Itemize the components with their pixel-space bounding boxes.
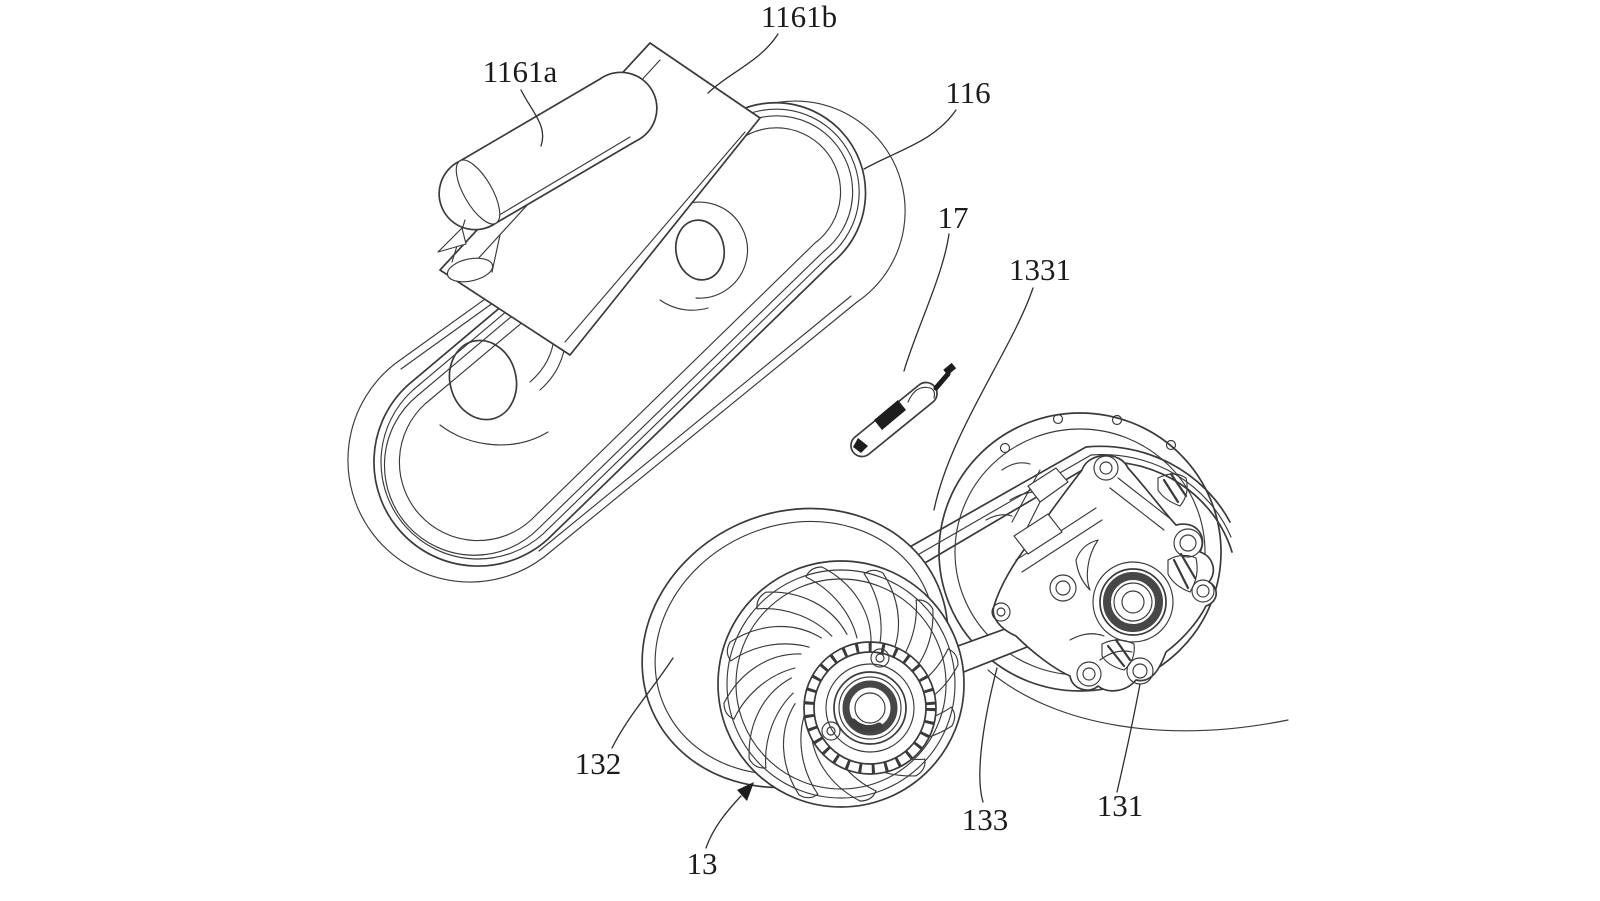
kidney-top-hatch <box>1162 472 1188 504</box>
casting-beam-2 <box>1021 519 1103 573</box>
bearing-outer <box>833 671 907 745</box>
casting-block-1 <box>1013 513 1063 555</box>
hub-bore <box>854 692 886 724</box>
casting-block-2 <box>1027 467 1069 503</box>
casting-curve-2 <box>1069 633 1105 641</box>
kidney-right-hatch <box>1172 552 1197 590</box>
transmission-cover <box>347 100 906 583</box>
drum-bolt-4 <box>1165 439 1177 451</box>
leader-133 <box>979 667 998 803</box>
label-1331: 1331 <box>1009 252 1071 287</box>
cover-hole-left <box>448 339 518 421</box>
leader-13 <box>705 795 742 849</box>
label-133: 133 <box>962 802 1009 837</box>
label-17: 17 <box>938 200 969 235</box>
cover-hole-right <box>674 219 726 281</box>
cover-inner-face <box>398 127 842 542</box>
intake-duct-ridge <box>564 131 746 343</box>
bore-shade <box>849 718 883 733</box>
hub-ring-inner <box>825 663 915 753</box>
hub-bolt-1-hole <box>875 653 885 663</box>
leader-17 <box>903 233 950 372</box>
bore-outer <box>1092 561 1174 643</box>
drum-detail-c <box>985 514 1013 521</box>
label-131: 131 <box>1097 788 1144 823</box>
casting-beam-5 <box>1117 477 1173 521</box>
hub-bolt-2 <box>821 721 841 741</box>
bearing-race <box>838 676 902 740</box>
ghost-arc <box>987 669 1289 732</box>
drum-bolt-1 <box>999 442 1011 454</box>
leader-132 <box>611 657 674 749</box>
belt-edge-top <box>847 445 1231 583</box>
cover-rim-outer <box>373 101 867 567</box>
arrowhead-13 <box>737 782 754 801</box>
intake-boot-collar-b <box>491 234 501 273</box>
cover-lower-vane <box>439 424 549 446</box>
drum-bolt-3 <box>1111 414 1123 426</box>
cover-volute-foot <box>659 299 709 311</box>
drum-bolt-2 <box>1052 413 1064 425</box>
hub-rib-ring <box>804 642 936 774</box>
label-1161b: 1161b <box>761 0 837 34</box>
casting-beam-6 <box>1109 487 1165 531</box>
bore-hole <box>1121 590 1145 614</box>
intake-boot-flap <box>437 227 467 253</box>
kidney-bottom-hatch <box>1106 638 1132 668</box>
clip-pin <box>933 371 951 391</box>
leader-1331 <box>933 287 1034 511</box>
intake-boot-collar-end <box>446 257 494 283</box>
casting-curve-1 <box>1099 650 1133 661</box>
bore-ring <box>1099 568 1167 636</box>
drum-detail-a <box>1001 462 1031 471</box>
clip-pin-head <box>943 362 957 376</box>
pulley-rim-inner <box>726 569 956 799</box>
kidney-bottom <box>1101 639 1135 671</box>
bore-dark-ring <box>1103 572 1163 632</box>
label-132: 132 <box>575 746 622 781</box>
leader-116 <box>863 109 957 170</box>
leader-1161a <box>520 89 544 147</box>
leader-lines <box>520 33 1141 849</box>
label-1161a: 1161a <box>483 54 558 89</box>
reference-labels: 1161a 1161b 116 17 1331 132 13 133 131 <box>483 0 1144 881</box>
label-116: 116 <box>945 75 990 110</box>
hub-bolt-2-hole <box>826 726 836 736</box>
casting-bolt-bosses <box>991 455 1215 687</box>
leader-1161b <box>707 33 779 94</box>
intake-boot-mouth <box>455 159 501 225</box>
drive-pulley <box>641 507 965 808</box>
retaining-clip <box>850 362 957 458</box>
leader-131 <box>1116 683 1141 793</box>
clip-dark-band <box>874 400 906 430</box>
clip-tip-shade <box>853 438 868 453</box>
bore-center <box>1113 582 1153 622</box>
hub-bolt-1 <box>870 648 890 668</box>
cover-rim-line3 <box>383 115 854 556</box>
driven-clutch-casting <box>991 454 1217 692</box>
pulley-rim-line <box>735 578 947 790</box>
casting-beam-3 <box>1011 469 1041 523</box>
intake-boot-inner-line <box>495 136 631 218</box>
intake-boot <box>437 71 658 283</box>
clip-hook <box>907 386 936 403</box>
label-13: 13 <box>687 846 718 881</box>
casting-arc-slot <box>1075 539 1099 591</box>
cover-rim-line2 <box>380 108 860 560</box>
